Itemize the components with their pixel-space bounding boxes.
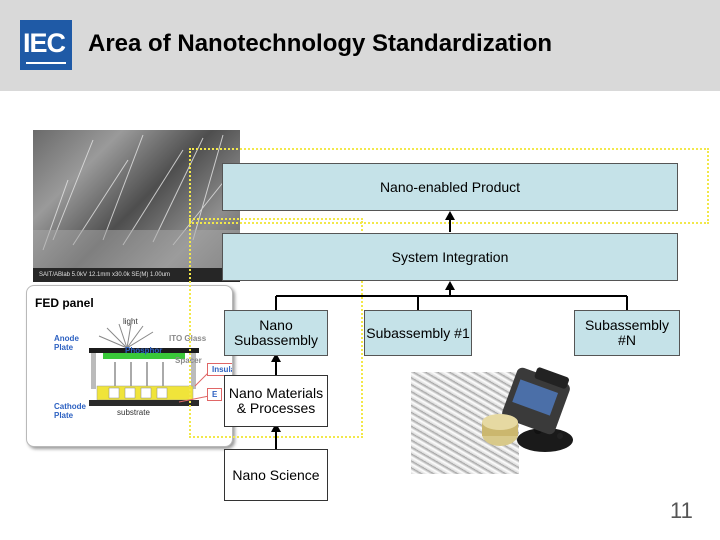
fed-label-light: light bbox=[123, 317, 138, 326]
slide-header: IEC Area of Nanotechnology Standardizati… bbox=[0, 0, 720, 91]
slide-title: Area of Nanotechnology Standardization bbox=[88, 30, 553, 57]
fed-panel-title: FED panel bbox=[35, 296, 94, 310]
subassembly-1-box: Subassembly #1 bbox=[364, 310, 472, 356]
fed-panel-diagram: FED panel bbox=[26, 285, 233, 447]
fed-label-cathode-plate: Cathode Plate bbox=[54, 402, 86, 420]
sem-nanowire-image: SAIT/ABlab 5.0kV 12.1mm x30.0k SE(M) 1.0… bbox=[33, 130, 240, 282]
page-number: 11 bbox=[670, 498, 693, 523]
fed-label-anode-plate: Anode Plate bbox=[54, 334, 79, 352]
fed-label-insulator: Insulator bbox=[207, 363, 232, 376]
nanowire-strands bbox=[33, 134, 240, 270]
subassembly-n-box: Subassembly #N bbox=[574, 310, 680, 356]
nanopowder-bottle-image bbox=[482, 367, 573, 452]
nano-enabled-product-box: Nano-enabled Product bbox=[222, 163, 678, 211]
fed-label-phosphor: Phosphor bbox=[125, 346, 163, 355]
iec-logo: IEC bbox=[20, 20, 72, 70]
nano-materials-box: Nano Materials & Processes bbox=[224, 375, 328, 427]
iec-logo-bar bbox=[26, 62, 66, 64]
fed-label-substrate: substrate bbox=[117, 408, 150, 417]
fed-label-emitter-partial: E bbox=[207, 388, 223, 401]
fed-label-spacer: Spacer bbox=[175, 356, 202, 365]
system-integration-box: System Integration bbox=[222, 233, 678, 281]
nano-science-box: Nano Science bbox=[224, 449, 328, 501]
arrowhead-up-integration bbox=[445, 281, 455, 290]
nano-subassembly-box: Nano Subassembly bbox=[224, 310, 328, 356]
fed-label-ito-glass: ITO Glass bbox=[169, 334, 207, 343]
fed-panel-schematic bbox=[89, 323, 210, 406]
iec-logo-text: IEC bbox=[23, 28, 66, 58]
sem-caption: SAIT/ABlab 5.0kV 12.1mm x30.0k SE(M) 1.0… bbox=[33, 268, 240, 282]
